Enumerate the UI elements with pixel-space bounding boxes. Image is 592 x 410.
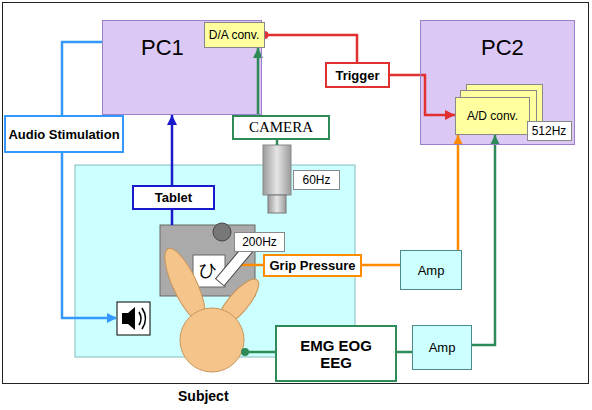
pc1-fill xyxy=(102,20,262,115)
signal-connector xyxy=(390,75,455,115)
signal-connector xyxy=(457,135,460,250)
node-text: PC1 xyxy=(141,35,184,61)
device-label: CAMERA xyxy=(232,115,330,140)
signal-connector xyxy=(171,115,174,185)
device-label: Tablet xyxy=(132,185,215,210)
node-text: Amp xyxy=(418,263,445,278)
subject-label: Subject xyxy=(178,388,229,404)
node-text: Trigger xyxy=(335,68,379,83)
signal-connector xyxy=(397,351,412,354)
tablet-sensor xyxy=(213,223,231,241)
camera-body xyxy=(263,145,291,195)
rate-label: 60Hz xyxy=(293,170,340,190)
node-text: Tablet xyxy=(155,190,192,205)
node-text: PC2 xyxy=(481,35,524,61)
subject-figure xyxy=(157,244,265,372)
signal-connector xyxy=(265,35,358,62)
camera-lens xyxy=(268,195,286,213)
speaker-icon xyxy=(122,307,135,330)
node-text: 60Hz xyxy=(302,173,330,187)
rate-label: 512Hz xyxy=(527,121,572,141)
converter-box: D/A conv. xyxy=(204,22,265,48)
speaker-waves xyxy=(139,308,146,329)
audio-wire xyxy=(62,146,116,318)
signal-label: Trigger xyxy=(325,62,390,88)
node-text: Grip Pressure xyxy=(270,258,356,273)
amplifier-box: Amp xyxy=(412,325,472,370)
sensor-wire xyxy=(245,351,275,354)
node-text: Audio Stimulation xyxy=(8,127,119,142)
computer-box: PC2A/D conv. 512Hz xyxy=(420,20,575,145)
node-text: D/A conv. xyxy=(209,28,259,42)
signal-connector xyxy=(472,135,495,345)
sensor-box: EMG EOG EEG xyxy=(275,325,397,382)
node-text: CAMERA xyxy=(249,119,313,136)
signal-label: Audio Stimulation xyxy=(4,115,124,153)
signal-connector xyxy=(257,48,260,115)
computer-box: PC1 D/A conv. xyxy=(102,20,262,115)
tablet-wire xyxy=(171,210,174,225)
rate-label: 200Hz xyxy=(234,232,285,252)
frame xyxy=(3,3,589,384)
node-text: EMG EOG EEG xyxy=(295,337,377,371)
speaker-box xyxy=(117,302,150,335)
pc2-fill xyxy=(420,20,575,145)
signal-label: Grip Pressure xyxy=(263,254,362,277)
converter-box: A/D conv. xyxy=(455,97,530,135)
camera-wire xyxy=(276,140,279,145)
electrode-dot xyxy=(241,348,249,356)
amplifier-box: Amp xyxy=(400,250,462,290)
signal-connector xyxy=(62,42,102,115)
node-text: 200Hz xyxy=(242,235,277,249)
node-text: Amp xyxy=(429,340,456,355)
tablet-glyph: ひ xyxy=(199,258,217,282)
node-text: A/D conv. xyxy=(467,109,518,123)
signal-connector xyxy=(362,264,400,267)
node-text: 512Hz xyxy=(532,124,567,138)
